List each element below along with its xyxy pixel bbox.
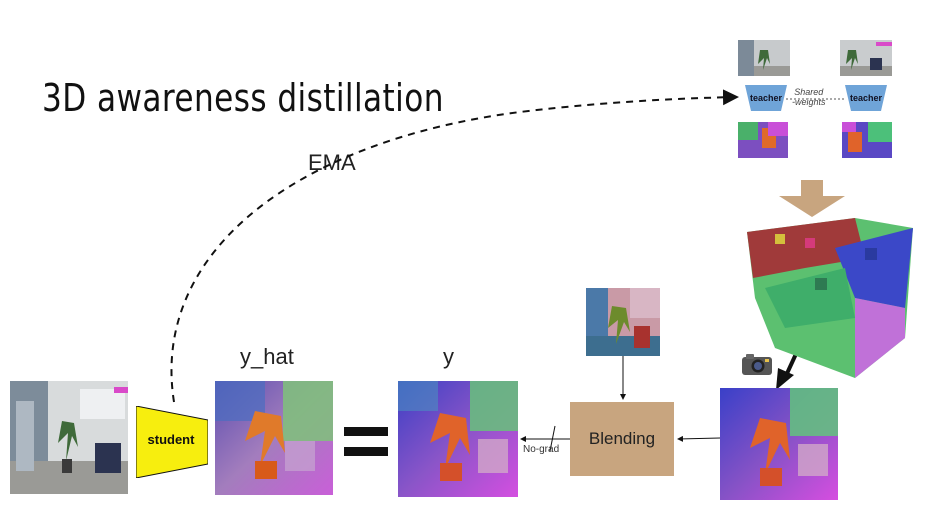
- ema-dashed-arrow: [170, 89, 739, 403]
- teacher-left-shape: [745, 85, 787, 111]
- teacher-input-photo-right: [840, 40, 892, 76]
- nograd-slash: [549, 425, 556, 452]
- equals-sign: [344, 427, 388, 457]
- teacher-left-label: teacher: [749, 93, 783, 103]
- teacher-feature-right: [842, 122, 892, 158]
- blending-label: Blending: [588, 429, 656, 448]
- teacher-input-photo-left: [738, 40, 790, 76]
- render-arrowhead: [776, 368, 794, 390]
- slide-title: 3D awareness distillation: [42, 76, 444, 120]
- teacher-right-shape: [845, 85, 887, 111]
- teacher-right-label: teacher: [849, 93, 883, 103]
- student-input-photo: [10, 381, 128, 494]
- student-encoder-shape: [136, 406, 208, 478]
- blending-input-photo: [586, 288, 660, 356]
- rendered-feature-map: [720, 388, 838, 500]
- y-hat-label: y_hat: [240, 344, 294, 369]
- y-hat-feature-map: [215, 381, 333, 495]
- student-label: student: [147, 432, 195, 447]
- camera-icon: [742, 354, 772, 375]
- shared-weights-label: Shared -weights: [792, 87, 826, 107]
- point-cloud: [745, 218, 913, 378]
- teacher-feature-left: [738, 122, 788, 158]
- blending-box: Blending: [570, 402, 674, 476]
- aggregation-down-arrow: [779, 180, 845, 217]
- y-label: y: [443, 344, 454, 369]
- feature-to-blending-arrow: [677, 435, 721, 442]
- y-feature-map: [398, 381, 518, 497]
- nograd-label: No-grad: [523, 444, 560, 455]
